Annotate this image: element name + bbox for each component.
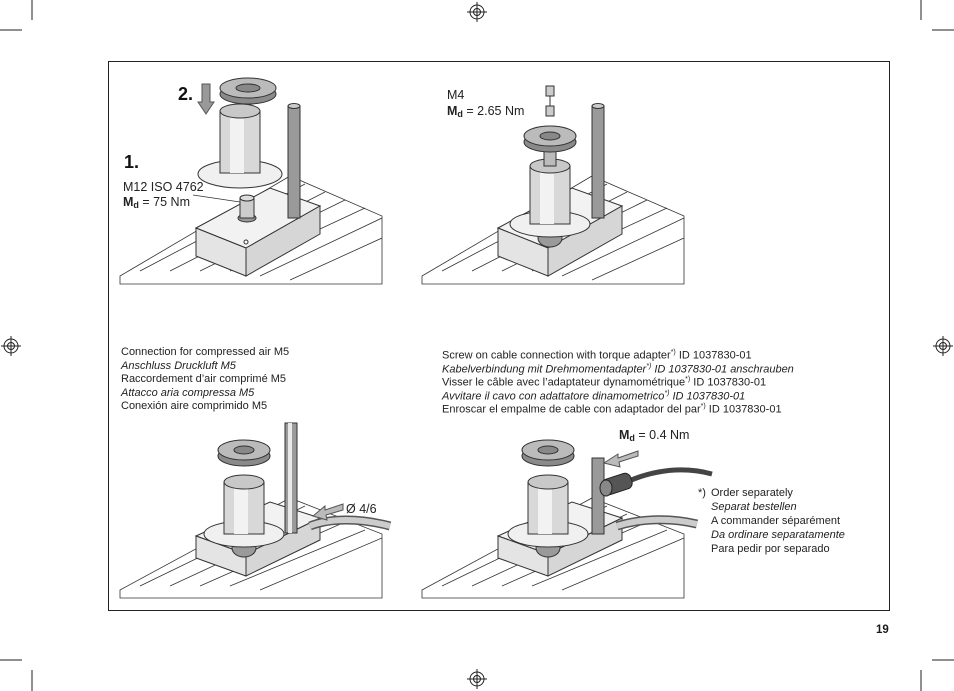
torque-symbol: M [447, 104, 458, 118]
panel4-line-it: Avvitare il cavo con adattatore dinamome… [442, 387, 745, 404]
panel2-screw-spec: M4 [447, 88, 465, 102]
arrow-left-icon [602, 450, 639, 468]
instruction-id: ID 1037830-01 [678, 349, 752, 362]
panel3-line-fr: Raccordement d’air comprimé M5 [121, 373, 287, 386]
panel4-line-es: Enroscar el empalme de cable con adaptad… [442, 400, 782, 417]
footnote-ref: *) [685, 376, 691, 384]
instruction-text: Visser le câble avec l’adaptateur dynamo… [442, 376, 686, 389]
panel3-illustration [119, 422, 392, 599]
panel3-line-de: Anschluss Druckluft M5 [121, 359, 236, 372]
torque-subscript: d [457, 109, 463, 119]
panel4-line-de: Kabelverbindung mit Drehmomentadapter*) … [442, 360, 794, 377]
footnote-line-es: Para pedir por separado [711, 543, 830, 555]
registration-mark-icon [467, 2, 487, 22]
panel3-hose-diameter: Ø 4/6 [346, 502, 377, 516]
torque-subscript: d [629, 433, 635, 443]
footnote-ref: *) [646, 362, 652, 370]
instruction-id: ID 1037830-01 anschrauben [654, 363, 794, 376]
torque-value: = 0.4 Nm [638, 428, 690, 442]
arrow-left-icon [311, 503, 344, 521]
panel4-torque: Md = 0.4 Nm [619, 428, 689, 446]
footnote-ref: *) [700, 403, 706, 411]
footnote-line-fr: A commander séparément [711, 515, 841, 527]
panel3-line-en: Connection for compressed air M5 [121, 346, 290, 358]
torque-value: = 75 Nm [142, 195, 190, 209]
footnote-line-de: Separat bestellen [711, 501, 797, 513]
panel2-torque: Md = 2.65 Nm [447, 104, 524, 122]
panel1-torque: Md = 75 Nm [123, 195, 190, 213]
footnote-line-it: Da ordinare separatamente [711, 529, 845, 541]
instruction-id: ID 1037830-01 [672, 390, 746, 403]
panel3-line-it: Attacco aria compressa M5 [121, 386, 255, 399]
registration-mark-icon [933, 336, 953, 356]
torque-subscript: d [133, 200, 139, 210]
instruction-text: Avvitare il cavo con adattatore dinamome… [442, 390, 665, 403]
content-frame [108, 61, 890, 611]
panel4-line-fr: Visser le câble avec l’adaptateur dynamo… [442, 373, 766, 390]
arrow-down-icon [197, 83, 215, 115]
step-1-label: 1. [124, 152, 140, 172]
panel4-illustration [421, 439, 713, 599]
step-2-label: 2. [178, 84, 194, 104]
registration-mark-icon [1, 336, 21, 356]
panel1-screw-spec: M12 ISO 4762 [123, 180, 204, 194]
footnote-marker: *) [698, 487, 706, 499]
instruction-id: ID 1037830-01 [693, 376, 767, 389]
torque-symbol: M [123, 195, 134, 209]
panel4-line-en: Screw on cable connection with torque ad… [442, 346, 752, 363]
panel3-line-es: Conexión aire comprimido M5 [121, 400, 268, 413]
footnote-ref: *) [670, 349, 676, 356]
instruction-text: Kabelverbindung mit Drehmomentadapter [442, 363, 647, 376]
registration-mark-icon [467, 669, 487, 689]
page-number: 19 [876, 624, 889, 636]
panel2-illustration [421, 85, 685, 285]
panel1-illustration [119, 77, 383, 285]
torque-value: = 2.65 Nm [466, 104, 525, 118]
instruction-text: Screw on cable connection with torque ad… [442, 349, 671, 362]
footnote-line-en: Order separately [711, 487, 793, 499]
footnote-ref: *) [664, 389, 670, 397]
torque-symbol: M [619, 428, 630, 442]
instruction-id: ID 1037830-01 [708, 404, 782, 417]
instruction-text: Enroscar el empalme de cable con adaptad… [442, 404, 701, 417]
